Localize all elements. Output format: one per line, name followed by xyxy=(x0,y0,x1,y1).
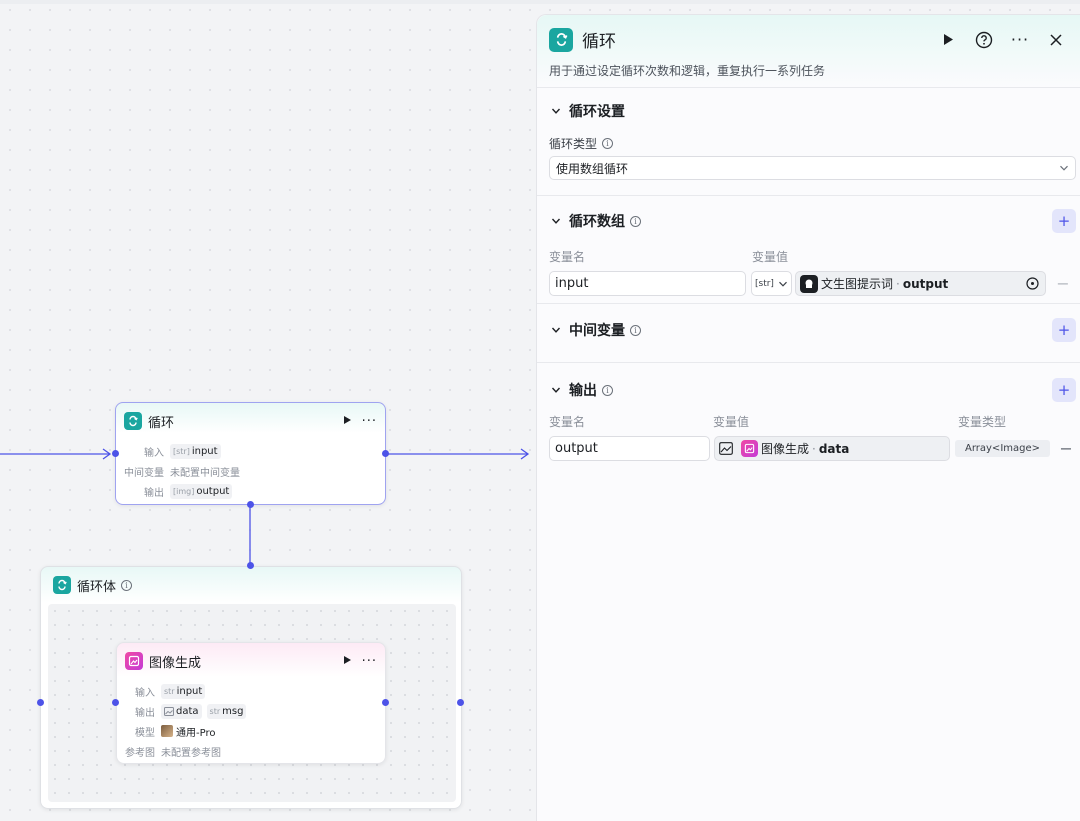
run-icon[interactable] xyxy=(342,654,352,668)
loop-bottom-port[interactable] xyxy=(247,501,254,508)
intermediate-section: 中间变量 i + xyxy=(537,303,1080,362)
loop-node-header: 循环 ··· xyxy=(116,403,385,439)
image-gen-out-port[interactable] xyxy=(382,699,389,706)
info-icon[interactable]: i xyxy=(602,384,613,396)
chevron-down-icon[interactable] xyxy=(551,216,561,226)
array-column-headers: 变量名 变量值 xyxy=(549,249,789,264)
image-gen-in-port[interactable] xyxy=(112,699,119,706)
loop-type-label: 循环类型 i xyxy=(549,134,1080,152)
image-icon xyxy=(164,706,174,716)
model-avatar-icon xyxy=(161,725,173,737)
add-array-item-button[interactable]: + xyxy=(1052,209,1076,233)
more-icon[interactable]: ··· xyxy=(361,653,377,669)
info-icon[interactable]: i xyxy=(630,215,641,227)
info-icon[interactable]: i xyxy=(630,324,641,336)
add-intermediate-button[interactable]: + xyxy=(1052,318,1076,342)
loop-array-section: 循环数组 i + 变量名 变量值 input [str] 文生图提示词 · ou… xyxy=(537,195,1080,303)
section-title: 循环设置 xyxy=(569,104,625,120)
chevron-down-icon[interactable] xyxy=(551,325,561,335)
output-type-badge: Array<Image> xyxy=(955,440,1051,457)
loop-icon xyxy=(549,27,573,52)
array-type-select[interactable]: [str] xyxy=(751,271,792,296)
node-config-panel: 循环 ··· 用于通过设定循环次数和逻辑，重复执行一系列任务 循环设置 循环 xyxy=(536,14,1080,821)
loop-body-out-port[interactable] xyxy=(457,699,464,706)
section-title: 输出 xyxy=(569,383,597,399)
section-title: 中间变量 xyxy=(569,323,625,339)
array-var-name-input[interactable]: input xyxy=(549,271,746,296)
loop-body-top-port[interactable] xyxy=(247,562,254,569)
loop-out-port[interactable] xyxy=(382,450,389,457)
loop-type-select[interactable]: 使用数组循环 xyxy=(549,156,1076,180)
image-gen-icon xyxy=(125,652,143,670)
image-gen-ref-row: 参考图 未配置参考图 xyxy=(125,747,221,759)
image-gen-title: 图像生成 xyxy=(149,655,202,671)
help-icon[interactable] xyxy=(972,28,996,52)
output-section: 输出 i + 变量名 变量值 变量类型 output 图像生成 · data A… xyxy=(537,362,1080,482)
loop-node-intermediate-row: 中间变量 未配置中间变量 xyxy=(124,467,240,479)
remove-array-item-button[interactable]: − xyxy=(1056,274,1070,293)
output-column-headers: 变量名 变量值 变量类型 xyxy=(549,414,1007,429)
loop-node-output-row: 输出 [img]output xyxy=(124,481,377,501)
run-icon[interactable] xyxy=(342,414,352,428)
run-icon[interactable] xyxy=(936,28,960,52)
edge-in-loop-arrow xyxy=(102,448,112,460)
top-border xyxy=(0,0,1080,4)
image-gen-icon xyxy=(741,440,758,457)
more-icon[interactable]: ··· xyxy=(1010,30,1030,49)
array-row: input [str] 文生图提示词 · output − xyxy=(549,271,1080,296)
loop-body-header: 循环体 i xyxy=(41,567,461,603)
image-gen-model-row: 模型 通用-Pro xyxy=(125,721,377,741)
remove-output-button[interactable]: − xyxy=(1059,439,1073,458)
chevron-down-icon[interactable] xyxy=(551,106,561,116)
loop-node-input-row: 输入 [str]input xyxy=(124,441,377,461)
section-title: 循环数组 xyxy=(569,214,625,230)
info-icon[interactable]: i xyxy=(121,579,133,591)
loop-icon xyxy=(53,576,71,594)
chevron-down-icon xyxy=(1060,165,1068,171)
loop-icon xyxy=(124,412,142,430)
add-output-button[interactable]: + xyxy=(1052,378,1076,402)
array-var-value-ref[interactable]: 文生图提示词 · output xyxy=(795,271,1046,296)
more-icon[interactable]: ··· xyxy=(361,413,377,429)
chevron-down-icon xyxy=(779,281,787,287)
output-var-name-input[interactable]: output xyxy=(549,436,710,461)
close-icon[interactable] xyxy=(1044,28,1068,52)
info-icon[interactable]: i xyxy=(602,137,614,149)
loop-body-title: 循环体 xyxy=(77,579,117,595)
panel-description: 用于通过设定循环次数和逻辑，重复执行一系列任务 xyxy=(549,64,826,78)
image-icon xyxy=(719,442,733,455)
loop-node[interactable]: 循环 ··· 输入 [str]input 中间变量 未配置中间变量 输出 [im… xyxy=(115,402,386,505)
loop-body-in-port[interactable] xyxy=(37,699,44,706)
output-var-value-ref[interactable]: 图像生成 · data xyxy=(714,436,950,461)
loop-in-port[interactable] xyxy=(112,450,119,457)
image-gen-header: 图像生成 ··· xyxy=(117,643,385,679)
chevron-down-icon[interactable] xyxy=(551,385,561,395)
bot-avatar-icon xyxy=(800,274,818,293)
loop-node-title: 循环 xyxy=(148,415,175,431)
edge-loop-out-arrow xyxy=(520,448,530,460)
output-row: output 图像生成 · data Array<Image> − xyxy=(549,436,1080,461)
panel-title[interactable]: 循环 xyxy=(582,32,616,52)
target-icon[interactable] xyxy=(1026,277,1039,290)
loop-settings-section: 循环设置 循环类型 i 使用数组循环 xyxy=(537,87,1080,195)
panel-header: 循环 ··· 用于通过设定循环次数和逻辑，重复执行一系列任务 xyxy=(537,15,1080,87)
